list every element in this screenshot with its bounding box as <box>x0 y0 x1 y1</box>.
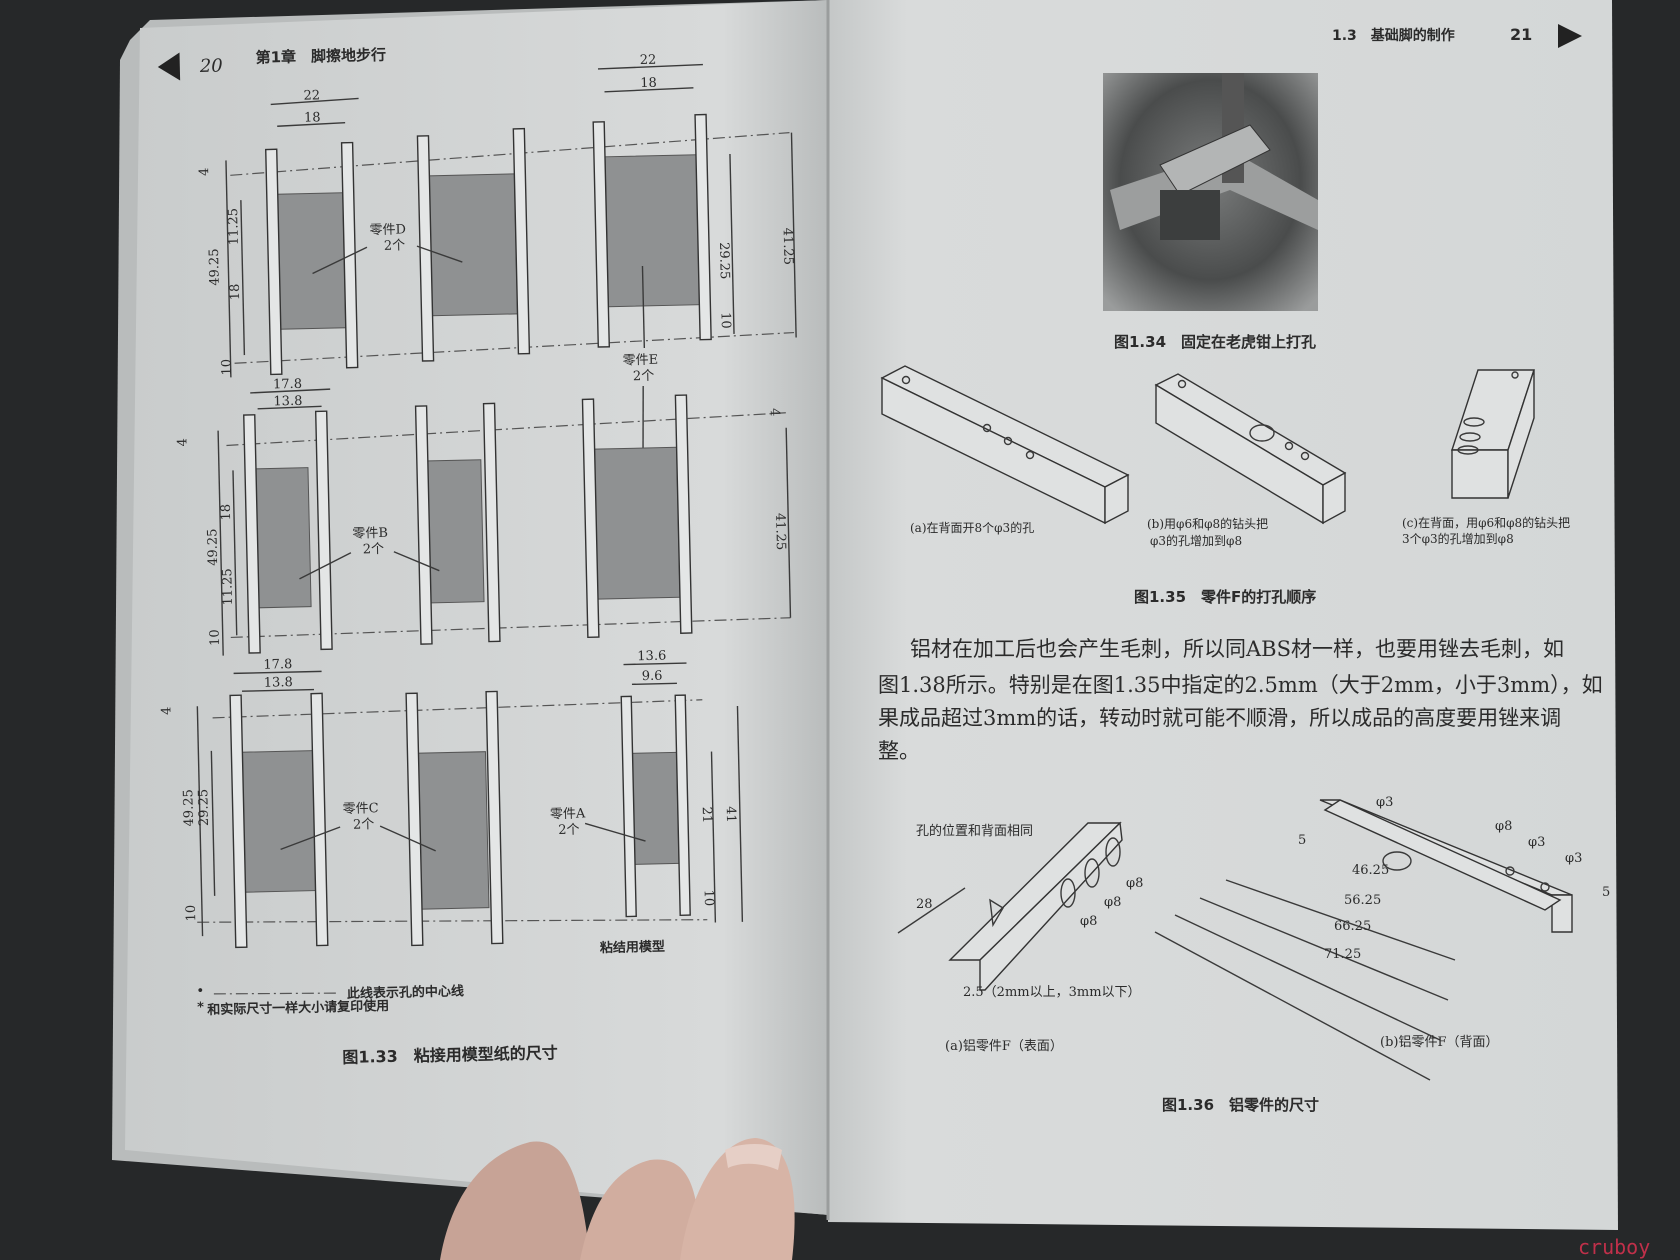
dim-label: 18 <box>640 76 657 91</box>
dim-label: 5 <box>1298 833 1306 848</box>
paragraph-line: 整。 <box>878 739 920 763</box>
part-label: 零件E <box>622 353 658 369</box>
figure-caption: 图1.36 铝零件的尺寸 <box>1162 1096 1319 1114</box>
part-f-back-drawing: φ3 φ8 φ3 φ3 5 46.25 56.25 66.25 71.25 5 … <box>1154 795 1610 1081</box>
dim-label: 10 <box>208 629 223 646</box>
subfigure-caption-b: φ3的孔增加到φ8 <box>1150 533 1242 548</box>
dim-label: 41.25 <box>772 513 788 551</box>
part-f-drilling-c <box>1451 369 1535 499</box>
dim-label: 18 <box>304 110 321 125</box>
dim-label: 41 <box>723 806 738 823</box>
dim-label: 49.25 <box>205 528 221 566</box>
section-header: 1.3 基础脚的制作 <box>1332 27 1455 44</box>
subfigure-caption-b: (b)用φ6和φ8的钻头把 <box>1147 516 1268 531</box>
dim-label: 4 <box>767 408 782 417</box>
left-page-content: 20 第1章 脚擦地步行 22 18 22 18 4 49.25 11.25 1… <box>157 46 797 1067</box>
paragraph-line: 果成品超过3mm的话，转动时就可能不顺滑，所以成品的高度要用锉来调 <box>878 706 1561 730</box>
part-count: 2个 <box>363 542 385 557</box>
part-f-drilling-b <box>1154 373 1347 525</box>
hole-label: φ3 <box>1376 795 1393 810</box>
part-count: 2个 <box>353 817 375 832</box>
copy-note: 和实际尺寸一样大小请复印使用 <box>207 998 389 1018</box>
subfigure-caption-b: (b)铝零件F（背面） <box>1380 1035 1499 1050</box>
dim-label: 28 <box>916 897 933 912</box>
dim-label: 13.8 <box>273 394 302 410</box>
model-label: 粘结用模型 <box>599 939 665 956</box>
dim-label: 17.8 <box>263 657 292 673</box>
dim-label: 49.25 <box>181 789 197 827</box>
figure-row-2: 17.8 13.8 4 49.25 18 11.25 10 4 41.25 零件… <box>175 377 792 656</box>
dim-label: 29.25 <box>196 789 212 827</box>
hole-label: φ8 <box>1080 914 1097 929</box>
hole-label: φ8 <box>1126 876 1143 891</box>
figure-caption: 图1.34 固定在老虎钳上打孔 <box>1114 333 1316 351</box>
dim-label: 17.8 <box>273 377 302 393</box>
dim-label: 46.25 <box>1352 863 1389 878</box>
hole-label: φ3 <box>1528 835 1545 850</box>
dim-label: 13.6 <box>637 649 666 665</box>
note-bullet: * <box>197 1000 204 1015</box>
subfigure-caption-c: 3个φ3的孔增加到φ8 <box>1402 531 1514 546</box>
page-arrow-left-icon <box>157 52 181 81</box>
watermark: cruboy <box>1578 1235 1650 1259</box>
dim-label: 11.25 <box>220 568 236 606</box>
figure-row-1: 22 18 22 18 4 49.25 11.25 18 10 29.25 10… <box>197 53 797 467</box>
right-page-content: 1.3 基础脚的制作 21 图1.34 固定在老虎钳上打孔 <box>878 24 1610 1114</box>
dim-label: 22 <box>303 88 320 103</box>
note-bullet: • <box>197 984 204 997</box>
page-number: 20 <box>199 55 223 77</box>
hand-fingers <box>440 1138 795 1260</box>
part-count: 2个 <box>384 238 406 253</box>
dim-label: 10 <box>219 359 234 376</box>
dim-label: 10 <box>718 312 733 329</box>
part-f-front-drawing: 孔的位置和背面相同 28 φ8 φ8 φ8 2.5（2mm以上，3mm以下） (… <box>897 821 1143 1054</box>
dim-label: 66.25 <box>1334 919 1371 934</box>
dim-label: 71.25 <box>1324 947 1361 962</box>
hole-note: 孔的位置和背面相同 <box>916 823 1033 839</box>
part-count: 2个 <box>558 823 580 838</box>
dim-label: 22 <box>640 53 657 68</box>
dim-label: 56.25 <box>1344 893 1381 908</box>
body-paragraph: 铝材在加工后也会产生毛刺，所以同ABS材一样，也要用锉去毛刺，如 图1.38所示… <box>878 637 1603 763</box>
figure-row-3: 17.8 13.8 13.6 9.6 4 49.25 29.25 10 21 4… <box>159 649 744 956</box>
paragraph-line: 铝材在加工后也会产生毛刺，所以同ABS材一样，也要用锉去毛刺，如 <box>910 637 1564 661</box>
dim-label: 9.6 <box>642 669 663 684</box>
dim-label: 4 <box>159 706 174 715</box>
part-label: 零件C <box>343 801 379 817</box>
dim-label: 29.25 <box>716 242 732 280</box>
subfigure-caption-c: (c)在背面，用φ6和φ8的钻头把 <box>1402 515 1570 530</box>
hole-label: φ8 <box>1495 819 1512 834</box>
part-label: 零件D <box>369 222 406 238</box>
hole-label: φ8 <box>1104 895 1121 910</box>
drill-vise-photo <box>1103 73 1318 311</box>
thickness-label: 2.5（2mm以上，3mm以下） <box>963 985 1141 1000</box>
dim-label: 49.25 <box>207 248 223 286</box>
dim-label: 4 <box>175 438 190 447</box>
dim-label: 4 <box>197 167 212 176</box>
subfigure-caption-a: (a)铝零件F（表面） <box>945 1039 1063 1054</box>
part-count: 2个 <box>633 369 655 384</box>
figure-caption: 图1.33 粘接用模型纸的尺寸 <box>342 1043 558 1067</box>
part-f-drilling-a <box>880 365 1130 525</box>
figure-caption: 图1.35 零件F的打孔顺序 <box>1134 588 1316 606</box>
chapter-header: 第1章 脚擦地步行 <box>255 46 386 67</box>
hole-label: φ3 <box>1565 851 1582 866</box>
paragraph-line: 图1.38所示。特别是在图1.35中指定的2.5mm（大于2mm，小于3mm），… <box>878 673 1603 697</box>
centerline-note: 此线表示孔的中心线 <box>347 983 464 1002</box>
dim-label: 11.25 <box>226 208 242 246</box>
part-label: 零件B <box>352 526 388 542</box>
part-label: 零件A <box>550 806 586 822</box>
subfigure-caption-a: (a)在背面开8个φ3的孔 <box>910 520 1034 535</box>
page-number: 21 <box>1510 25 1532 44</box>
dim-label: 5 <box>1602 885 1610 900</box>
page-arrow-right-icon <box>1558 24 1582 48</box>
dim-label: 10 <box>184 905 199 922</box>
dim-label: 18 <box>219 504 234 521</box>
dim-label: 18 <box>228 284 243 301</box>
dim-label: 41.25 <box>780 228 796 266</box>
dim-label: 21 <box>699 807 714 824</box>
dim-label: 13.8 <box>264 675 293 691</box>
dim-label: 10 <box>701 890 716 907</box>
